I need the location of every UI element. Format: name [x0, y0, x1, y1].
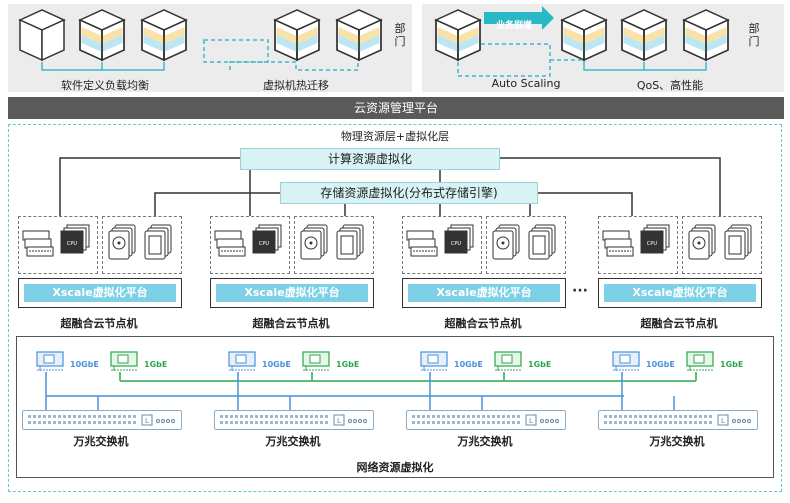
compute-hardware-box: CPU [210, 216, 290, 274]
nic-10gbe-card [612, 350, 642, 372]
nic-1gbe-label: 1GbE [336, 360, 360, 369]
nic-1gbe-label: 1GbE [144, 360, 168, 369]
network-switch: L [598, 410, 758, 430]
nic-10gbe-label: 10GbE [646, 360, 675, 369]
xscale-platform-box: Xscale虚拟化平台 [402, 278, 566, 308]
svg-text:L: L [337, 417, 341, 425]
live-migration-label: 虚拟机热迁移 [263, 79, 329, 92]
network-switch: L [22, 410, 182, 430]
switch-ports-icon: L [412, 414, 559, 426]
hyperconverged-node-label: 超融合云节点机 [60, 317, 138, 330]
auto-scaling-label: Auto Scaling [491, 77, 561, 90]
physical-layer-title: 物理资源层+虚拟化层 [340, 130, 450, 143]
network-card-green-icon [494, 351, 522, 371]
nic-10gbe-label: 10GbE [454, 360, 483, 369]
dept-char: 部 [748, 22, 760, 35]
nic-10gbe-label: 10GbE [70, 360, 99, 369]
storage-hardware-box [682, 216, 762, 274]
nic-1gbe-label: 1GbE [528, 360, 552, 369]
xscale-platform-box: Xscale虚拟化平台 [18, 278, 182, 308]
network-switch: L [214, 410, 374, 430]
storage-hardware-box [294, 216, 374, 274]
hyperconverged-node-label: 超融合云节点机 [444, 317, 522, 330]
ten-gig-switch-label: 万兆交换机 [457, 435, 513, 448]
hyperconverged-node-label: 超融合云节点机 [252, 317, 330, 330]
svg-text:CPU: CPU [451, 241, 462, 247]
ten-gig-switch-label: 万兆交换机 [649, 435, 705, 448]
nic-10gbe-card [420, 350, 450, 372]
load-balance-label: 软件定义负载均衡 [61, 79, 149, 92]
memory-cpu-icon: CPU [406, 224, 474, 257]
network-card-green-icon [302, 351, 330, 371]
network-card-blue-icon [36, 351, 64, 371]
svg-text:CPU: CPU [259, 241, 270, 247]
physical-layer-frame [8, 124, 782, 492]
xscale-platform-box: Xscale虚拟化平台 [598, 278, 762, 308]
ten-gig-switch-label: 万兆交换机 [265, 435, 321, 448]
svg-text:L: L [145, 417, 149, 425]
svg-text:L: L [529, 417, 533, 425]
nic-1gbe-card [302, 350, 332, 372]
xscale-platform-box: Xscale虚拟化平台 [210, 278, 374, 308]
svg-text:CPU: CPU [67, 241, 78, 247]
switch-ports-icon: L [604, 414, 751, 426]
xscale-platform-label: Xscale虚拟化平台 [24, 284, 176, 302]
switch-ports-icon: L [220, 414, 367, 426]
ten-gig-switch-label: 万兆交换机 [73, 435, 129, 448]
memory-cpu-icon: CPU [214, 224, 282, 257]
nic-1gbe-card [494, 350, 524, 372]
nic-10gbe-card [228, 350, 258, 372]
switch-ports-icon: L [28, 414, 175, 426]
compute-virtualization-bar: 计算资源虚拟化 [240, 148, 500, 170]
disk-ssd-icon [108, 224, 172, 260]
nic-1gbe-card [110, 350, 140, 372]
arrow-label: 业务剧增 [486, 13, 542, 32]
memory-cpu-icon: CPU [22, 224, 90, 257]
compute-hardware-box: CPU [18, 216, 98, 274]
network-card-blue-icon [228, 351, 256, 371]
xscale-platform-label: Xscale虚拟化平台 [216, 284, 368, 302]
disk-ssd-icon [300, 224, 364, 260]
dept-char: 门 [394, 35, 406, 48]
storage-hardware-box [486, 216, 566, 274]
dept-char: 部 [394, 22, 406, 35]
nic-1gbe-label: 1GbE [720, 360, 744, 369]
network-switch: L [406, 410, 566, 430]
storage-virtualization-bar: 存储资源虚拟化(分布式存储引擎) [280, 182, 538, 204]
xscale-platform-label: Xscale虚拟化平台 [408, 284, 560, 302]
storage-hardware-box [102, 216, 182, 274]
memory-cpu-icon: CPU [602, 224, 670, 257]
svg-text:CPU: CPU [647, 241, 658, 247]
network-frame [16, 336, 774, 478]
dept-char: 门 [748, 35, 760, 48]
network-card-green-icon [686, 351, 714, 371]
hyperconverged-node-label: 超融合云节点机 [640, 317, 718, 330]
network-card-blue-icon [420, 351, 448, 371]
dept-label-right: 部 门 [748, 22, 760, 48]
nic-1gbe-card [686, 350, 716, 372]
nic-10gbe-card [36, 350, 66, 372]
network-card-green-icon [110, 351, 138, 371]
compute-hardware-box: CPU [402, 216, 482, 274]
network-card-blue-icon [612, 351, 640, 371]
compute-hardware-box: CPU [598, 216, 678, 274]
top-cubes-layer [19, 6, 729, 77]
svg-text:L: L [721, 417, 725, 425]
more-nodes-ellipsis: ··· [572, 283, 588, 299]
disk-ssd-icon [492, 224, 556, 260]
qos-label: QoS、高性能 [636, 79, 704, 92]
dept-label-left: 部 门 [394, 22, 406, 48]
cloud-management-bar: 云资源管理平台 [8, 97, 784, 119]
network-virtualization-title: 网络资源虚拟化 [356, 461, 434, 474]
nic-10gbe-label: 10GbE [262, 360, 291, 369]
xscale-platform-label: Xscale虚拟化平台 [604, 284, 756, 302]
arrow-label-text: 业务剧增 [495, 21, 532, 31]
disk-ssd-icon [688, 224, 752, 260]
growth-arrow-icon [484, 6, 554, 30]
